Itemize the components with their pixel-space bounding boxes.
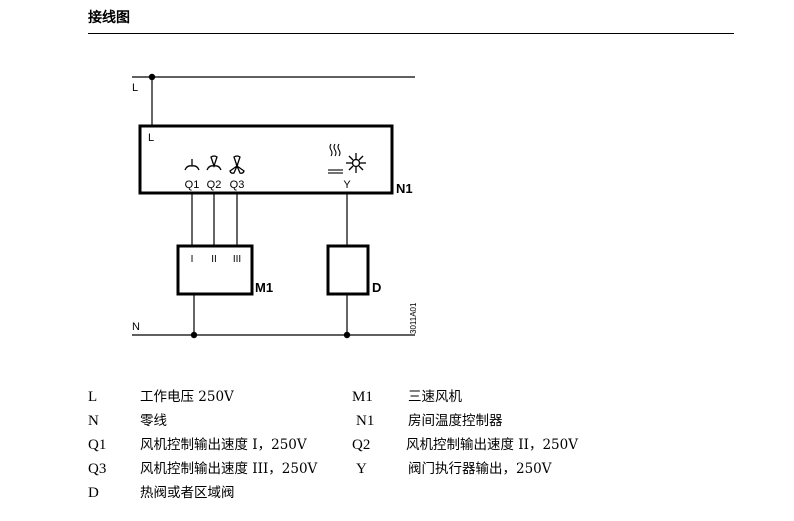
cooling-icon [346, 153, 366, 173]
legend-symbol-q3: Q3 [88, 461, 107, 477]
motor-neutral-junction-dot [190, 331, 198, 339]
valve-output-label: Y [343, 179, 351, 191]
legend-symbol-q2: Q2 [352, 437, 371, 453]
legend-symbol-l: L [88, 389, 98, 405]
legend-symbol-q1: Q1 [88, 437, 107, 453]
motor-terminal-label-3: III [233, 254, 241, 265]
motor-terminal-label-1: I [191, 254, 194, 265]
motor-id-label: M1 [255, 280, 273, 295]
legend-symbol-d: D [88, 485, 99, 501]
motor-terminal-label-2: II [211, 254, 217, 265]
fan-speed-3-icon [229, 155, 245, 174]
heating-icon [328, 143, 343, 174]
fan-speed-2-icon [206, 155, 222, 171]
fan-output-label-q2: Q2 [207, 179, 222, 191]
controller-live-terminal-label: L [148, 132, 154, 144]
live-line-label: L [132, 82, 138, 94]
legend-text-y: 阀门执行器输出，250V [408, 461, 552, 477]
controller-box [138, 124, 394, 195]
page-title: 接线图 [88, 10, 130, 26]
valve-box [326, 244, 370, 296]
fan-speed-1-icon [184, 159, 200, 171]
controller-id-label: N1 [396, 181, 413, 196]
legend-text-n1: 房间温度控制器 [408, 413, 503, 429]
motor-box [176, 244, 254, 296]
legend-text-l: 工作电压 250V [140, 389, 234, 405]
legend-symbol-m1: M1 [352, 389, 373, 405]
legend-text-q1: 风机控制输出速度 I，250V [140, 437, 307, 453]
legend-text-n: 零线 [140, 413, 167, 429]
neutral-line-label: N [132, 321, 140, 333]
legend-text-q3: 风机控制输出速度 III，250V [140, 461, 318, 477]
figure-code: 3011A01 [409, 302, 418, 334]
valve-neutral-junction-dot [343, 331, 351, 339]
legend-text-d: 热阀或者区域阀 [140, 485, 235, 501]
title-divider [88, 33, 734, 34]
legend-symbol-n: N [88, 413, 99, 429]
legend-symbol-y: Y [356, 461, 367, 477]
fan-output-label-q3: Q3 [230, 179, 245, 191]
legend-text-m1: 三速风机 [408, 389, 462, 405]
valve-id-label: D [372, 280, 381, 295]
fan-output-label-q1: Q1 [185, 179, 200, 191]
legend-text-q2: 风机控制输出速度 II，250V [406, 437, 578, 453]
legend-symbol-n1: N1 [356, 413, 375, 429]
